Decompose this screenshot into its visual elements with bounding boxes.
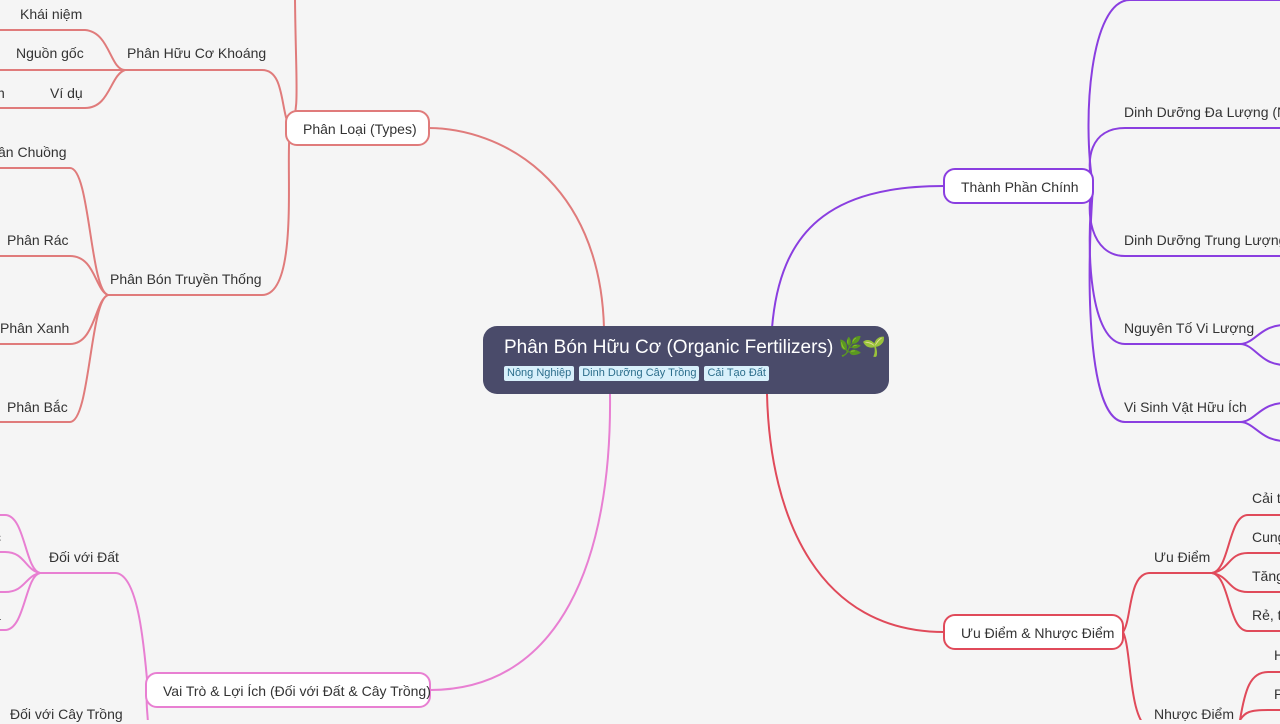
root-node[interactable]: Phân Bón Hữu Cơ (Organic Fertilizers) 🌿🌱…	[483, 326, 889, 394]
node-phan-bon-truyen-thong[interactable]: Phân Bón Truyền Thống	[110, 269, 262, 289]
root-tags: Nông Nghiệp Dinh Dưỡng Cây Trồng Cải Tạo…	[504, 366, 868, 381]
tag-cai-tao-dat[interactable]: Cải Tạo Đất	[704, 366, 769, 381]
node-soil-fragment-1[interactable]: c	[0, 527, 1, 547]
node-pro-1[interactable]: Cải t	[1252, 488, 1280, 508]
node-phan-xanh[interactable]: Phân Xanh	[0, 318, 69, 338]
node-dinh-duong-trung-luong[interactable]: Dinh Dưỡng Trung Lượng	[1124, 230, 1280, 250]
node-pro-2[interactable]: Cung	[1252, 527, 1280, 547]
node-soil-fragment-3[interactable]: a	[0, 605, 1, 625]
node-cut-fragment[interactable]: n	[0, 83, 5, 103]
node-phan-bac[interactable]: Phân Bắc	[7, 397, 68, 417]
node-dinh-duong-da-luong[interactable]: Dinh Dưỡng Đa Lượng (NP	[1124, 102, 1280, 122]
branch-thanh-phan[interactable]: Thành Phần Chính	[943, 168, 1094, 204]
node-nguyen-to-vi-luong[interactable]: Nguyên Tố Vi Lượng	[1124, 318, 1254, 338]
node-phan-chuong[interactable]: ân Chuồng	[0, 142, 67, 162]
branch-uu-nhuoc[interactable]: Ưu Điểm & Nhược Điểm	[943, 614, 1124, 650]
root-title: Phân Bón Hữu Cơ (Organic Fertilizers) 🌿🌱	[504, 335, 868, 361]
node-phan-huu-co-khoang[interactable]: Phân Hữu Cơ Khoáng	[127, 43, 266, 63]
branch-vai-tro[interactable]: Vai Trò & Lợi Ích (Đối với Đất & Cây Trồ…	[145, 672, 431, 708]
tag-nong-nghiep[interactable]: Nông Nghiệp	[504, 366, 574, 381]
tag-dinh-duong[interactable]: Dinh Dưỡng Cây Trồng	[579, 366, 699, 381]
node-phan-rac[interactable]: Phân Rác	[7, 230, 68, 250]
branch-phan-loai[interactable]: Phân Loại (Types)	[285, 110, 430, 146]
node-nguon-goc[interactable]: Nguồn gốc	[16, 43, 84, 63]
node-vi-sinh-vat[interactable]: Vi Sinh Vật Hữu Ích	[1124, 397, 1247, 417]
node-vi-du[interactable]: Ví dụ	[50, 83, 83, 103]
node-doi-voi-cay-trong[interactable]: Đối với Cây Trồng	[10, 704, 123, 724]
node-con-2[interactable]: P	[1274, 684, 1280, 704]
node-khai-niem[interactable]: Khái niệm	[20, 4, 82, 24]
node-doi-voi-dat[interactable]: Đối với Đất	[49, 547, 119, 567]
node-con-1[interactable]: H	[1274, 645, 1280, 665]
node-uu-diem[interactable]: Ưu Điểm	[1154, 547, 1210, 567]
node-pro-4[interactable]: Rẻ, t	[1252, 605, 1280, 625]
node-nhuoc-diem[interactable]: Nhược Điểm	[1154, 704, 1234, 724]
node-pro-3[interactable]: Tăng	[1252, 566, 1280, 586]
